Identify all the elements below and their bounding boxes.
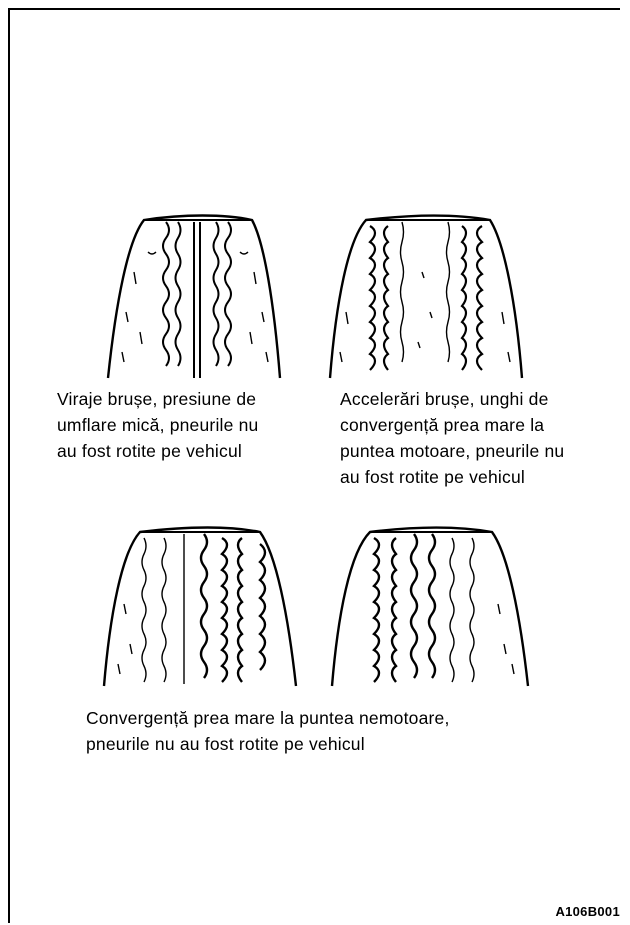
- tire-illustration-top-right: [326, 212, 526, 380]
- caption-line: convergență prea mare la: [340, 412, 564, 438]
- caption-word: mare: [234, 708, 275, 728]
- caption-line: pneurile nu au fost rotite pe vehicul: [86, 731, 560, 757]
- caption-line: Viraje brușe, presiune de: [57, 386, 258, 412]
- caption-line-justified: Convergență prea mare la puntea nemotoar…: [86, 705, 560, 731]
- caption-line: au fost rotite pe vehicul: [340, 464, 564, 490]
- tire-illustration-bottom-left: [100, 524, 300, 688]
- caption-word: puntea: [299, 708, 354, 728]
- tire-illustration-bottom-right: [328, 524, 532, 688]
- caption-word: prea: [193, 708, 229, 728]
- caption-word: Convergență: [86, 708, 188, 728]
- caption-line: umflare mică, pneurile nu: [57, 412, 258, 438]
- caption-bottom: Convergență prea mare la puntea nemotoar…: [86, 705, 560, 757]
- caption-line: puntea motoare, pneurile nu: [340, 438, 564, 464]
- caption-top-right: Accelerări brușe, unghi de convergență p…: [340, 386, 564, 490]
- caption-word: la: [280, 708, 294, 728]
- figure-code: A106B001: [555, 904, 620, 919]
- caption-line: au fost rotite pe vehicul: [57, 438, 258, 464]
- caption-word: nemotoare,: [359, 708, 450, 728]
- caption-top-left: Viraje brușe, presiune de umflare mică, …: [57, 386, 258, 464]
- tire-illustration-top-left: [104, 212, 284, 380]
- caption-line: Accelerări brușe, unghi de: [340, 386, 564, 412]
